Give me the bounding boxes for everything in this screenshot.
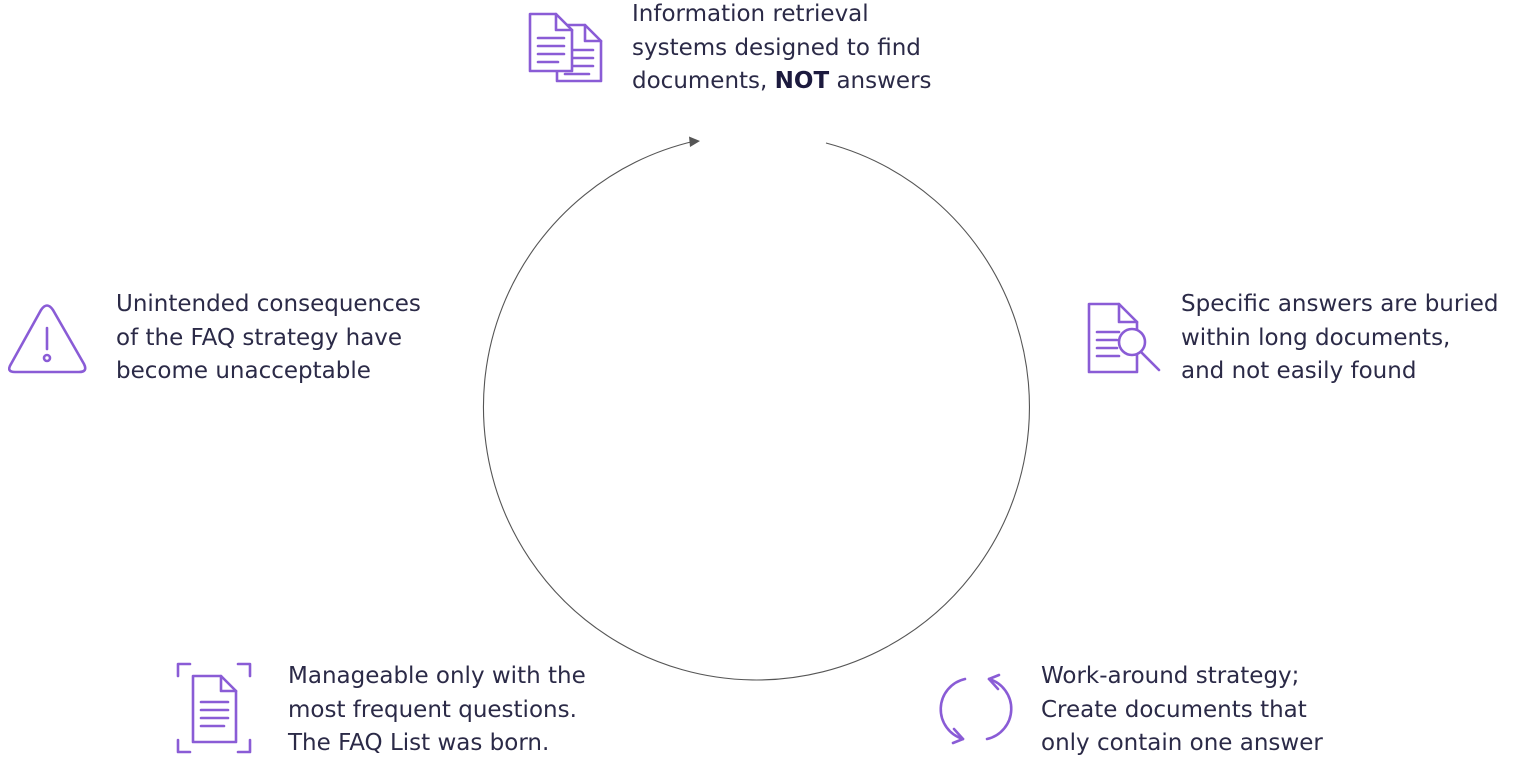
node-top-emphasis: NOT	[774, 68, 830, 94]
node-right-line-2: within long documents,	[1181, 324, 1451, 351]
node-right-text: Specific answers are buried within long …	[1181, 288, 1498, 389]
cycle-arrowhead	[689, 136, 700, 147]
node-top-line-2: systems designed to find	[632, 34, 921, 61]
node-bottom-right-line-1: Work-around strategy;	[1041, 663, 1300, 689]
node-top-line-1: Information retrieval	[632, 1, 869, 27]
node-bottom-right-line-3: only contain one answer	[1041, 730, 1323, 756]
node-top-line-3: documents, NOT answers	[632, 65, 932, 99]
node-left-line-3: become unacceptable	[116, 358, 371, 384]
node-bottom-right-text: Work-around strategy; Create documents t…	[1041, 660, 1323, 761]
node-right-line-1: Specific answers are buried	[1181, 291, 1499, 317]
node-top-line-3-start: documents,	[632, 68, 775, 94]
framed-document-icon	[176, 662, 252, 754]
refresh-cycle-icon	[939, 673, 1013, 745]
cycle-arc	[482, 140, 1031, 681]
node-left-text: Unintended consequences of the FAQ strat…	[116, 288, 421, 389]
node-bottom-right-line-2: Create documents that	[1041, 696, 1307, 723]
documents-icon	[528, 12, 603, 83]
node-right-line-3: and not easily found	[1181, 358, 1417, 384]
node-bottom-left-line-3: The FAQ List was born.	[288, 730, 550, 756]
node-left-line-2: of the FAQ strategy have	[116, 324, 403, 351]
node-top-text: Information retrieval systems designed t…	[632, 0, 932, 99]
node-bottom-left-line-1: Manageable only with the	[288, 663, 586, 689]
warning-icon	[8, 304, 87, 374]
node-bottom-left-line-2: most frequent questions.	[288, 696, 577, 723]
node-top-line-3-end: answers	[829, 68, 932, 94]
node-left-line-1: Unintended consequences	[116, 291, 421, 317]
document-search-icon	[1087, 302, 1161, 374]
node-bottom-left-text: Manageable only with the most frequent q…	[288, 660, 586, 761]
